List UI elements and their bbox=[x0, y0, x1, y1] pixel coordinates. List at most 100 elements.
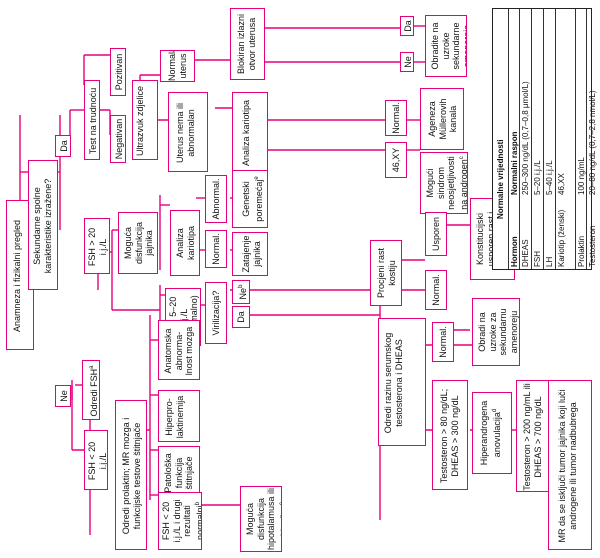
table-cell: 100 ng/mL bbox=[577, 157, 586, 195]
anamneza-text: Anamneza i fizikalni pregled bbox=[12, 219, 22, 333]
obradite-text-1: Obradite na uzroke sekundarne amenoreje bbox=[430, 22, 467, 70]
genetski-box: Genetski poremećaje bbox=[232, 170, 268, 228]
hiperandrogena-label: Hiperandrogena anovulacija bbox=[479, 400, 502, 466]
odredi-fsh-text: Odredi FSHa bbox=[87, 363, 99, 419]
table-column-divider bbox=[519, 9, 520, 269]
virilizacija-text: Virilizacija? bbox=[211, 290, 221, 336]
odredi-prolaktin-text: Odredi prolaktin; MR mozga i funkcijske … bbox=[121, 417, 142, 535]
hiperandrogena-text: Hiperandrogena anovulacijad bbox=[479, 393, 502, 473]
moguci-sindrom-label: Mogući sindrom neosjetljivosti na androg… bbox=[425, 156, 468, 210]
sekundarne-text: Sekundarne spolne karakteristike izražen… bbox=[32, 178, 53, 274]
table-cell: Prolaktin bbox=[577, 235, 586, 267]
moguca-disfunkcija-hipo-text: Moguća disfunkcija hipotalamusa ili hipo… bbox=[245, 487, 282, 551]
table-cell: 5–40 i.j./L bbox=[545, 160, 554, 195]
normal-text-2: Normal. bbox=[211, 233, 221, 265]
normal-text-4: Normal. bbox=[438, 326, 448, 358]
abnormal-box: Abnormal. bbox=[205, 175, 227, 223]
testosteron-80-box: Testosteron > 80 ng/dL; DHEAS > 300 ng/d… bbox=[432, 380, 468, 490]
analiza-kariotipa-box-2: Analiza kariotipa bbox=[170, 210, 200, 276]
test-trudnocu-text: Test na trudnoću bbox=[88, 87, 98, 155]
blokiran-box: Blokiran izlazni otvor uterusa bbox=[230, 8, 265, 80]
moguca-disfunkcija-hipo-sup: c bbox=[279, 502, 282, 505]
table-cell: FSH bbox=[533, 251, 542, 267]
ne-text-3: Neb bbox=[236, 281, 249, 303]
ne-box-3: Neb bbox=[232, 280, 250, 304]
pozitivan-text: Pozitivan bbox=[114, 53, 124, 91]
testosteron-80-text: Testosteron > 80 ng/dL; DHEAS > 300 ng/d… bbox=[439, 388, 460, 484]
table-column-divider bbox=[555, 9, 556, 269]
table-column-divider bbox=[586, 9, 587, 269]
table-column-divider bbox=[575, 9, 576, 269]
normal-text-1: Normal. bbox=[391, 102, 401, 134]
mr-iskljucivanje-box: MR da se isključi tumor jajnika koji luč… bbox=[548, 380, 592, 550]
table-cell: LH bbox=[545, 256, 554, 267]
normal-box-1: Normal. bbox=[385, 100, 407, 136]
table-header-hormon: Hormon bbox=[510, 236, 519, 267]
hiperprolaktinemija-text: Hiperpro-laktinemija bbox=[164, 395, 185, 439]
negativan-box: Negativan bbox=[110, 115, 126, 163]
table-cell: Testosteron bbox=[588, 225, 597, 267]
testosteron-200-box: Testosteron > 200 ng/mL ili DHEAS > 700 … bbox=[516, 380, 550, 492]
analiza-kariotipa-text-2: Analiza kariotipa bbox=[175, 225, 196, 261]
negativan-text: Negativan bbox=[114, 118, 124, 160]
genetski-label: Genetski poremećaj bbox=[241, 179, 264, 222]
hiperprolaktinemija-box: Hiperpro-laktinemija bbox=[158, 390, 200, 442]
genetski-text: Genetski poremećaje bbox=[241, 171, 264, 227]
fsh-drugi-label: FSH < 20 i.j./L i drugi rezultati normal… bbox=[161, 499, 202, 543]
normal-box-3: Normal. bbox=[425, 270, 447, 310]
table-cell: 5–20 i.j./L bbox=[533, 160, 542, 195]
moguca-disfunkcija-hipo-box: Moguća disfunkcija hipotalamusa ili hipo… bbox=[240, 486, 282, 552]
ne-box-1: Ne bbox=[55, 385, 71, 407]
odredi-fsh-sup: a bbox=[89, 365, 95, 369]
ne-label-3: Ne bbox=[238, 287, 248, 300]
hiperandrogena-box: Hiperandrogena anovulacijad bbox=[472, 392, 512, 474]
ne-box-2: Ne bbox=[400, 52, 414, 72]
fsh-drugi-text: FSH < 20 i.j./L i drugi rezultati normal… bbox=[161, 493, 202, 549]
ultrazvuk-text: Ultrazvuk zdjelice bbox=[135, 85, 145, 157]
moguca-disfunkcija-jajnika-text: Moguća disfunkcija jajnika bbox=[123, 221, 154, 265]
hiperandrogena-sup: d bbox=[491, 408, 498, 413]
anatomska-box: Anatomska abnorma-lnost mozga bbox=[158, 320, 200, 380]
da-box-2: Da bbox=[400, 16, 414, 36]
moguci-sindrom-box: Mogući sindrom neosjetljivosti na androg… bbox=[420, 152, 468, 214]
patoloska-box: Patološka funkcija štitnjače bbox=[158, 446, 200, 498]
anatomska-text: Anatomska abnorma-lnost mozga bbox=[163, 326, 194, 376]
da-text-1: Da bbox=[59, 140, 69, 152]
ne-text-1: Ne bbox=[59, 390, 69, 402]
table-column-divider bbox=[508, 9, 509, 269]
normalan-uterus-text: Normalan uterus bbox=[167, 50, 188, 81]
obradi-text-2: Obradi na uzroke za sekundarnu amenoreju bbox=[477, 308, 519, 356]
odredi-razinu-box: Odredi razinu serumskog testosterona i D… bbox=[378, 318, 426, 446]
blokiran-text: Blokiran izlazni otvor uterusa bbox=[236, 13, 257, 75]
uterus-nema-box: Uterus nema ili abnormalan bbox=[168, 92, 208, 172]
testosteron-200-text: Testosteron > 200 ng/mL ili DHEAS > 700 … bbox=[522, 383, 543, 491]
fsh-lt-box: FSH < 20 i.j./L bbox=[84, 430, 108, 490]
table-cell: 46,XX bbox=[557, 173, 566, 195]
obradite-box-1: Obradite na uzroke sekundarne amenoreje bbox=[425, 15, 467, 77]
fsh-lt-text: FSH < 20 i.j./L bbox=[87, 441, 108, 481]
mr-iskljucivanje-text: MR da se isključi tumor jajnika koji luč… bbox=[557, 389, 578, 543]
moguca-disfunkcija-hipo-label: Moguća disfunkcija hipotalamusa ili hipo… bbox=[245, 487, 282, 551]
ageneza-text: Ageneza Müllerovih kanala bbox=[427, 98, 458, 140]
da-text-2: Da bbox=[403, 20, 413, 32]
usporen-text: Usporen bbox=[431, 216, 441, 252]
odredi-prolaktin-box: Odredi prolaktin; MR mozga i funkcijske … bbox=[115, 400, 147, 550]
fsh-gt-box: FSH > 20 i.j./L bbox=[84, 218, 110, 274]
odredi-fsh-box: Odredi FSHa bbox=[82, 360, 100, 420]
odredi-razinu-text: Odredi razinu serumskog testosterona i D… bbox=[383, 332, 404, 434]
normal-box-2: Normal. bbox=[205, 230, 227, 268]
ne-sup-3: b bbox=[238, 284, 244, 288]
analiza-kariotipa-text-1: Analiza kariotipa bbox=[241, 99, 251, 167]
normal-text-3: Normal. bbox=[431, 274, 441, 306]
fsh-drugi-box: FSH < 20 i.j./L i drugi rezultati normal… bbox=[158, 492, 202, 550]
fsh-drugi-sup: b bbox=[194, 502, 201, 506]
virilizacija-box: Virilizacija? bbox=[205, 282, 227, 344]
da-text-3: Da bbox=[236, 311, 246, 323]
ultrazvuk-box: Ultrazvuk zdjelice bbox=[132, 80, 158, 160]
da-box-1: Da bbox=[55, 135, 71, 157]
pozitivan-box: Pozitivan bbox=[110, 48, 126, 96]
reference-table-title: Normalne vrijednosti bbox=[496, 139, 505, 219]
procjeni-text: Procjeni rast kostiju bbox=[376, 247, 397, 299]
abnormal-text: Abnormal. bbox=[211, 178, 221, 220]
